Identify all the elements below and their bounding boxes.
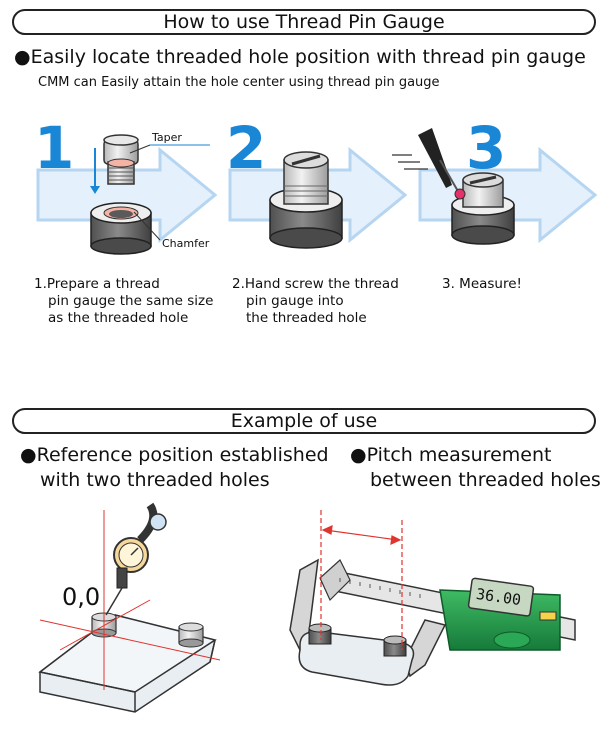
caliper-gauge-left-icon bbox=[308, 623, 332, 645]
step1-caption-line-2: pin gauge the same size bbox=[48, 293, 214, 309]
section-title-how-to-use: How to use Thread Pin Gauge bbox=[12, 9, 596, 35]
right-gauge-icon bbox=[178, 622, 204, 648]
step2-caption: 2.Hand screw the thread pin gauge into t… bbox=[232, 276, 399, 327]
process-arrow-1 bbox=[36, 146, 218, 244]
step2-screwed-gauge-icon bbox=[269, 151, 343, 249]
step3-measure-icon bbox=[392, 128, 515, 245]
headline-text: Easily locate threaded hole position wit… bbox=[30, 46, 586, 68]
step3-caption: 3. Measure! bbox=[442, 276, 522, 293]
left-heading-bullet: ● bbox=[20, 444, 37, 466]
left-heading-line-2: with two threaded holes bbox=[40, 469, 270, 491]
dial-indicator-icon bbox=[105, 502, 167, 616]
step1-caption: 1.Prepare a thread pin gauge the same si… bbox=[34, 276, 213, 327]
step2-caption-line-2: pin gauge into bbox=[246, 293, 344, 309]
section-title-example-of-use: Example of use bbox=[12, 408, 596, 434]
step-number-3: 3 bbox=[466, 114, 506, 182]
reference-plate-icon bbox=[38, 614, 217, 713]
step1-ring-icon bbox=[90, 202, 152, 255]
headline: ●Easily locate threaded hole position wi… bbox=[14, 45, 586, 69]
left-heading: ●Reference position established with two… bbox=[20, 443, 329, 493]
step-number-1: 1 bbox=[34, 114, 74, 182]
right-heading: ●Pitch measurement between threaded hole… bbox=[350, 443, 601, 493]
subline: CMM can Easily attain the hole center us… bbox=[38, 75, 440, 90]
caliper-gauge-right-icon bbox=[383, 635, 407, 657]
left-heading-line-1: Reference position established bbox=[36, 444, 329, 466]
right-heading-line-2: between threaded holes bbox=[370, 469, 601, 491]
caliper-icon bbox=[289, 558, 576, 678]
reference-axes bbox=[39, 510, 221, 690]
right-heading-bullet: ● bbox=[350, 444, 367, 466]
right-heading-line-1: Pitch measurement bbox=[366, 444, 552, 466]
step-number-2: 2 bbox=[226, 114, 266, 182]
step2-caption-line-3: the threaded hole bbox=[246, 310, 367, 326]
origin-label: 0,0 bbox=[62, 583, 101, 611]
callout-chamfer: Chamfer bbox=[162, 237, 210, 250]
step1-caption-line-3: as the threaded hole bbox=[48, 310, 189, 326]
pitch-dimension bbox=[320, 510, 403, 650]
bullet: ● bbox=[14, 46, 31, 68]
step1-caption-line-1: 1.Prepare a thread bbox=[34, 276, 160, 292]
step1-gauge-icon bbox=[90, 134, 139, 194]
callout-taper: Taper bbox=[152, 131, 182, 144]
step3-caption-line-1: 3. Measure! bbox=[442, 276, 522, 292]
step2-caption-line-1: 2.Hand screw the thread bbox=[232, 276, 399, 292]
